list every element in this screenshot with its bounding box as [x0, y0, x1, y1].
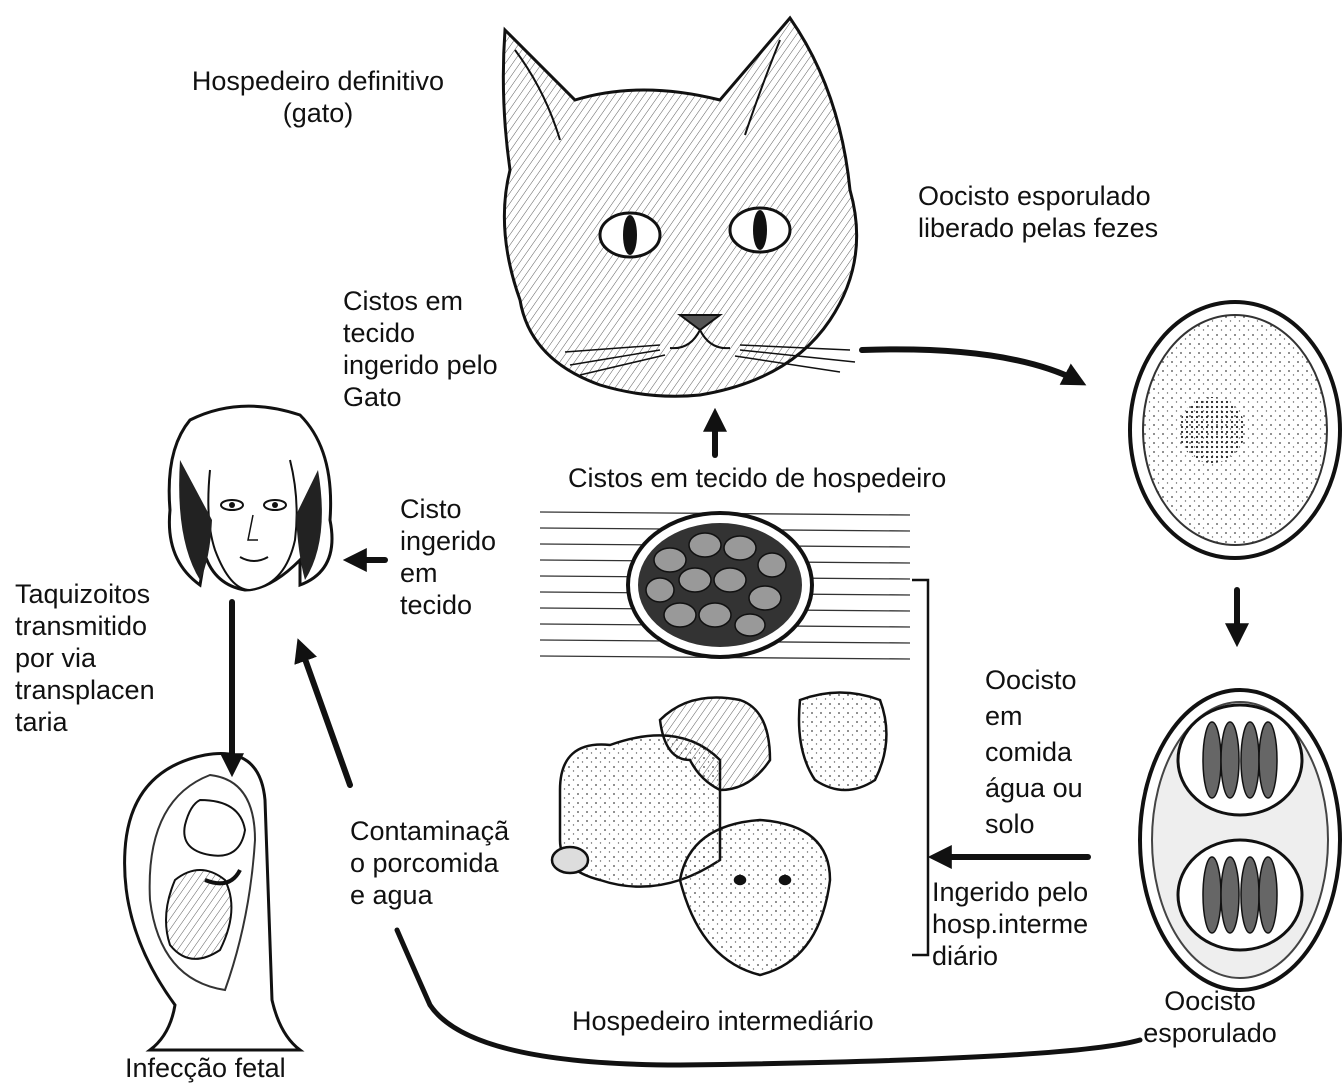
cat-head-icon [503, 18, 856, 396]
tissue-cyst-icon [540, 505, 910, 670]
intermediate-host-label: Hospedeiro intermediário [572, 1005, 874, 1037]
oocyst-feces-label: Oocisto esporulado liberado pelas fezes [918, 180, 1158, 244]
arrow-contamination-to-woman [300, 645, 350, 785]
host-tissue-cysts-label: Cistos em tecido de hospedeiro [568, 462, 946, 494]
fetus-icon [125, 753, 300, 1050]
arrow-cat-to-oocyst [862, 349, 1080, 382]
oocyst-icon [1130, 302, 1340, 558]
bracket-line [912, 580, 928, 955]
contamination-label: Contaminaçã o porcomida e agua [350, 815, 509, 911]
ingested-intermediate-label: Ingerido pelo hosp.interme diário [932, 876, 1088, 972]
tachyzoites-label: Taquizoitos transmitido por via transpla… [15, 578, 155, 738]
woman-face-icon [169, 406, 332, 590]
cysts-ingested-cat-label: Cistos em tecido ingerido pelo Gato [343, 285, 498, 413]
sporulated-oocyst-icon [1140, 690, 1340, 990]
sporulated-oocyst-label: Oocisto esporulado [1130, 985, 1290, 1049]
definitive-host-label: Hospedeiro definitivo (gato) [168, 65, 468, 129]
fetal-infection-label: Infecção fetal [125, 1052, 286, 1084]
animals-icon [552, 693, 886, 976]
cyst-ingested-tissue-label: Cisto ingerido em tecido [400, 493, 496, 621]
oocyst-food-label: Oocisto em comida água ou solo [985, 662, 1083, 842]
